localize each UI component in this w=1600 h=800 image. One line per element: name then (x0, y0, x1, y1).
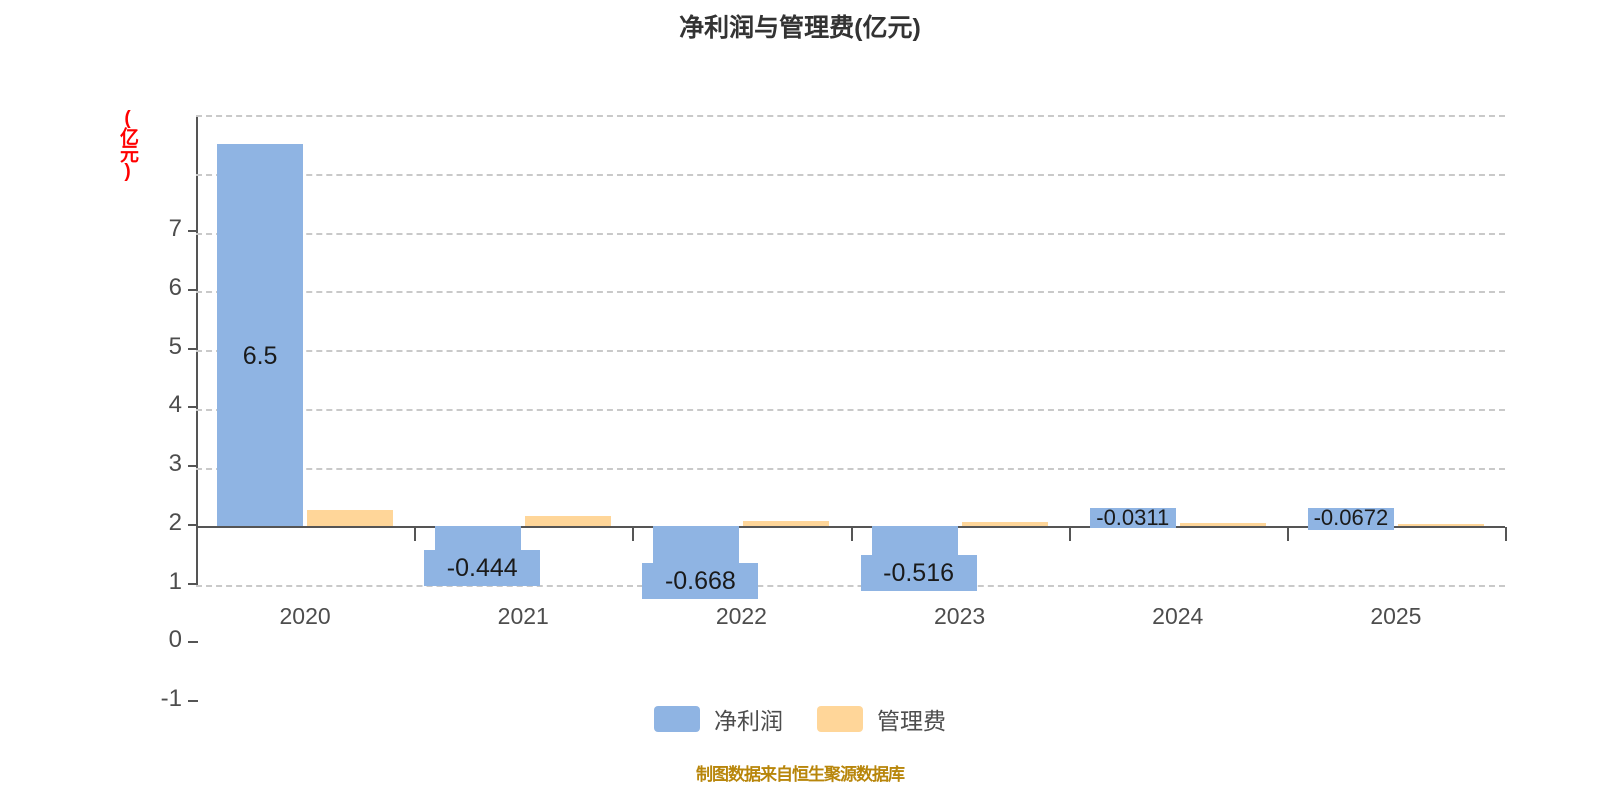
x-tick-mark (1068, 527, 1071, 541)
x-tick-label-2024: 2024 (1152, 603, 1204, 629)
bar-mgmt-2023 (961, 522, 1048, 527)
legend-item-0[interactable]: 净利润 (654, 702, 783, 736)
bar-mgmt-2025 (1397, 524, 1484, 527)
legend-swatch-icon (654, 706, 700, 732)
gridline (196, 467, 1505, 470)
bar-label-net-2024: -0.0311 (1089, 508, 1176, 529)
bar-mgmt-2021 (525, 515, 612, 527)
y-tick-label: 0 (168, 626, 182, 654)
y-tick-mark (188, 641, 198, 644)
x-tick-label-2020: 2020 (279, 603, 331, 629)
y-tick-mark (188, 288, 198, 291)
bar-mgmt-2022 (743, 520, 830, 527)
x-tick-label-2022: 2022 (715, 603, 767, 629)
bar-label-net-2021: -0.444 (424, 550, 541, 587)
x-tick-mark (632, 527, 635, 541)
chart-title: 净利润与管理费(亿元) (679, 14, 921, 42)
y-tick-mark (188, 523, 198, 526)
y-tick-mark (188, 465, 198, 467)
gridline (196, 350, 1505, 352)
gridline (196, 232, 1505, 235)
x-tick-mark (414, 527, 417, 541)
bar-label-net-2023: -0.516 (860, 554, 977, 591)
bar-net-2022 (653, 526, 740, 566)
bar-net-2021 (435, 526, 522, 553)
gridline (196, 115, 1505, 117)
x-tick-mark (1505, 527, 1507, 541)
y-tick-label: 2 (168, 508, 182, 536)
chart-legend: 净利润 管理费 (0, 702, 1600, 736)
chart-footer-note: 制图数据来自恒生聚源数据库 (696, 765, 905, 784)
y-tick-label: 7 (168, 215, 182, 242)
bar-net-2020 (217, 144, 304, 527)
y-tick-label: 1 (168, 567, 182, 595)
y-tick-mark (188, 406, 198, 409)
legend-swatch-icon (817, 706, 863, 732)
bar-label-net-2020: 6.5 (242, 342, 278, 371)
y-tick-mark (188, 230, 198, 232)
y-tick-label: 4 (168, 391, 182, 419)
y-tick-label: -1 (160, 685, 182, 712)
x-tick-mark (1286, 527, 1289, 541)
y-tick-mark (188, 700, 198, 702)
y-tick-label: 5 (168, 332, 182, 360)
bar-mgmt-2020 (307, 510, 394, 527)
x-tick-label-2025: 2025 (1370, 603, 1422, 629)
gridline (196, 173, 1505, 176)
x-tick-label-2021: 2021 (497, 603, 549, 629)
y-tick-label: 3 (168, 450, 182, 477)
legend-item-1[interactable]: 管理费 (817, 702, 946, 736)
bar-label-net-2022: -0.668 (642, 563, 759, 600)
x-tick-mark (196, 527, 198, 541)
bar-mgmt-2024 (1179, 523, 1266, 527)
bar-net-2023 (871, 526, 958, 557)
gridline (196, 585, 1505, 587)
y-tick-mark (188, 347, 198, 350)
legend-label: 管理费 (877, 708, 946, 734)
x-tick-mark (850, 527, 853, 541)
bar-label-net-2025: -0.0672 (1307, 508, 1394, 529)
gridline (196, 408, 1505, 411)
legend-label: 净利润 (714, 708, 783, 734)
x-tick-label-2023: 2023 (933, 603, 986, 629)
y-axis-unit-label: (亿元) (117, 108, 138, 180)
y-tick-label: 6 (168, 273, 182, 301)
y-tick-mark (188, 582, 198, 585)
gridline (196, 291, 1505, 294)
